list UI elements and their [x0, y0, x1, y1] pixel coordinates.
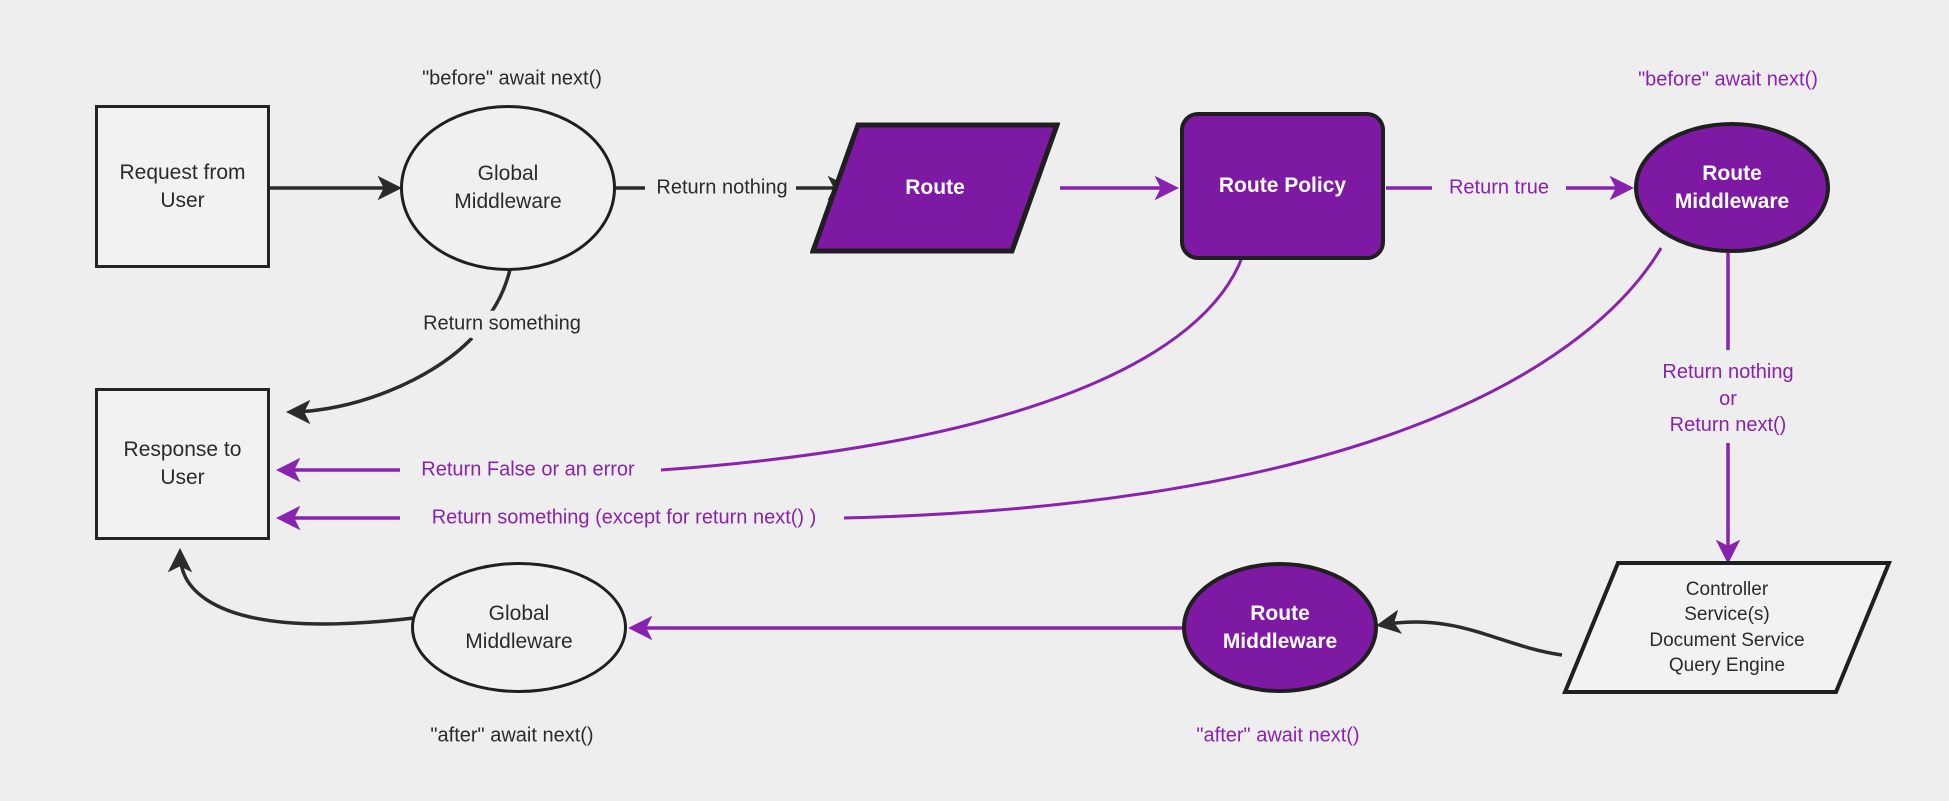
node-request-from-user[interactable]: Request from User — [95, 105, 270, 268]
edge-label-return-something-except-next: Return something (except for return next… — [426, 504, 822, 532]
node-route-policy-label: Route Policy — [1218, 174, 1347, 198]
node-response-to-user-label: Response to User — [123, 438, 242, 489]
route-parallelogram-shape — [809, 122, 1061, 254]
node-global-middleware-top[interactable]: Global Middleware — [400, 105, 616, 271]
edge-label-return-nothing-or-next: Return nothing or Return next() — [1657, 359, 1799, 439]
node-global-middleware-top-label: Global Middleware — [454, 162, 562, 213]
node-route-middleware-bottom-label: Route Middleware — [1222, 601, 1338, 653]
edge-label-return-nothing: Return nothing — [651, 174, 793, 202]
node-global-middleware-bottom-label: Global Middleware — [465, 601, 573, 653]
node-global-middleware-bottom[interactable]: Global Middleware — [411, 562, 627, 693]
node-route-policy[interactable]: Route Policy — [1180, 112, 1385, 260]
edge-global-middleware-bottom-to-response — [167, 547, 415, 626]
node-response-to-user[interactable]: Response to User — [95, 388, 270, 540]
annotation-after-await-next-route: "after" await next() — [1196, 724, 1360, 747]
annotation-after-await-next-global: "after" await next() — [430, 724, 594, 747]
edge-route-middleware-return-something-curve — [843, 247, 1663, 520]
node-route-middleware-top[interactable]: Route Middleware — [1634, 122, 1830, 253]
edge-label-return-something-global: Return something — [418, 310, 586, 338]
node-route-middleware-top-label: Route Middleware — [1674, 161, 1790, 213]
edge-label-return-true: Return true — [1443, 174, 1555, 202]
node-request-from-user-label: Request from User — [119, 160, 246, 212]
node-route[interactable]: Route — [809, 122, 1061, 254]
edge-controller-to-route-middleware-bottom — [1375, 609, 1563, 657]
annotation-before-await-next-route: "before" await next() — [1638, 68, 1818, 91]
edge-label-return-false-or-error: Return False or an error — [416, 456, 640, 484]
annotation-before-await-next-global: "before" await next() — [422, 67, 602, 90]
controller-parallelogram-shape — [1562, 561, 1892, 694]
edge-route-policy-return-false-curve — [660, 254, 1245, 472]
edge-global-middleware-return-something-lower — [285, 336, 474, 425]
node-controller-stack[interactable]: Controller Service(s) Document Service Q… — [1562, 560, 1892, 695]
node-route-middleware-bottom[interactable]: Route Middleware — [1182, 562, 1378, 693]
